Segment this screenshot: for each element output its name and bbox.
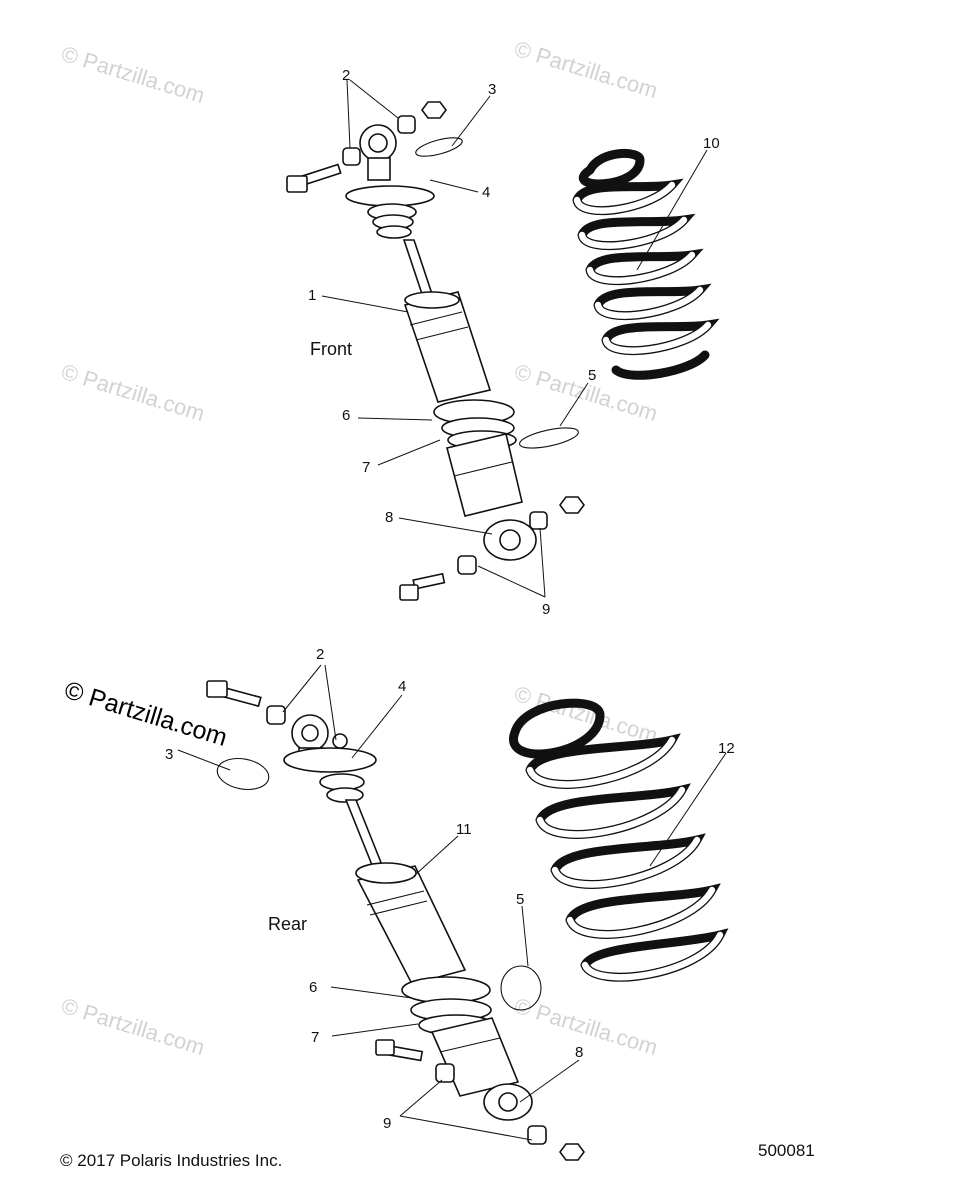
callout-label: 11	[456, 821, 472, 838]
rear-top-bolt	[206, 680, 262, 708]
rear-shock-body	[355, 862, 467, 985]
rear-bottom-bolt	[375, 1039, 424, 1062]
front-shock-top-mount	[345, 124, 435, 239]
rear-shock-assembly: 2 4 3 11 5 6 7 8 9 12 Rear	[165, 646, 735, 1161]
front-bottom-bolt	[399, 572, 446, 601]
rear-top-bushing	[266, 705, 286, 725]
copyright-notice: © 2017 Polaris Industries Inc.	[60, 1151, 282, 1170]
front-top-snap-ring	[415, 137, 463, 157]
callout-label: 8	[575, 1044, 583, 1061]
callout-label: 4	[398, 678, 406, 695]
callout-label: 4	[482, 184, 490, 201]
figure-id: 500081	[758, 1141, 815, 1160]
front-shock-bottom-eye	[483, 519, 537, 561]
rear-lower-snap-ring	[500, 965, 542, 1011]
callout-label: 6	[342, 407, 350, 424]
watermark: © Partzilla.com	[512, 36, 661, 103]
callout-label: 7	[362, 459, 370, 476]
callout-label: 2	[316, 646, 324, 663]
callout-label: 3	[165, 746, 173, 763]
rear-top-snap-ring	[216, 758, 270, 790]
front-top-nut	[421, 101, 447, 119]
callout-label: 3	[488, 81, 496, 98]
callout-label: 5	[588, 367, 596, 384]
watermark: © Partzilla.com	[512, 993, 661, 1060]
callout-label: 5	[516, 891, 524, 908]
rear-bottom-bushing	[435, 1063, 455, 1083]
front-top-bushing	[342, 147, 361, 166]
front-shock-shaft	[402, 239, 436, 301]
front-bottom-nut	[559, 496, 585, 514]
rear-shock-shaft	[344, 799, 386, 871]
section-label-rear: Rear	[268, 914, 307, 934]
watermark: © Partzilla.com	[59, 41, 208, 108]
front-shock-lower-body	[446, 433, 523, 517]
front-bottom-bushing	[457, 555, 477, 575]
callout-label: 6	[309, 979, 317, 996]
rear-shock-top-mount	[283, 714, 377, 803]
callout-label: 9	[383, 1115, 391, 1132]
callout-label: 9	[542, 601, 550, 618]
rear-shock-bottom-eye	[483, 1083, 533, 1121]
callout-label: 2	[342, 67, 350, 84]
callout-label: 12	[718, 740, 735, 757]
callout-label: 8	[385, 509, 393, 526]
watermark: © Partzilla.com	[59, 359, 208, 426]
front-bottom-bushing	[529, 511, 548, 530]
watermark-featured: © Partzilla.com	[61, 676, 230, 752]
front-top-bolt	[286, 163, 342, 193]
section-label-front: Front	[310, 339, 352, 359]
callout-label: 10	[703, 135, 720, 152]
callout-label: 7	[311, 1029, 319, 1046]
front-shock-body	[403, 291, 492, 403]
watermark: © Partzilla.com	[512, 359, 661, 426]
front-shock-assembly: 2 3 4 1 5 6 7 8 9 10 Front	[286, 67, 720, 618]
watermark: © Partzilla.com	[59, 993, 208, 1060]
front-top-bushing	[397, 115, 416, 134]
rear-coil-spring	[509, 698, 729, 982]
front-lower-snap-ring	[519, 427, 579, 449]
callout-label: 1	[308, 287, 316, 304]
front-coil-spring	[572, 148, 720, 380]
rear-spring-adjusters	[401, 976, 494, 1036]
rear-bottom-bushing	[527, 1125, 547, 1145]
rear-bottom-nut	[559, 1143, 585, 1161]
